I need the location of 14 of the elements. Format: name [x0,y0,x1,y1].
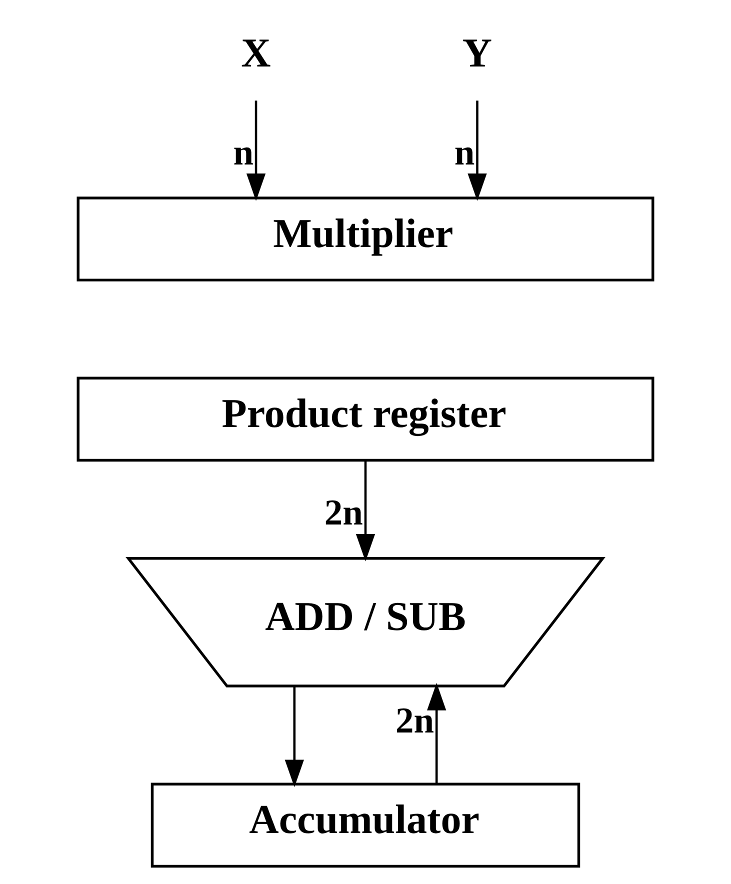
arrow [284,686,304,788]
edge-label: n [233,132,254,173]
arrow [246,100,266,201]
edge-label: 2n [396,700,434,740]
node-box: Product register [76,376,654,462]
edge-label: 2n [324,492,363,533]
arrow [356,460,376,562]
node-box: Accumulator [150,782,580,868]
node-text: Y [462,30,492,76]
edge-label: n [454,132,475,173]
arrow [468,100,487,201]
node-text: X [241,30,271,76]
arrow [427,682,446,784]
node-box: Multiplier [76,196,654,282]
